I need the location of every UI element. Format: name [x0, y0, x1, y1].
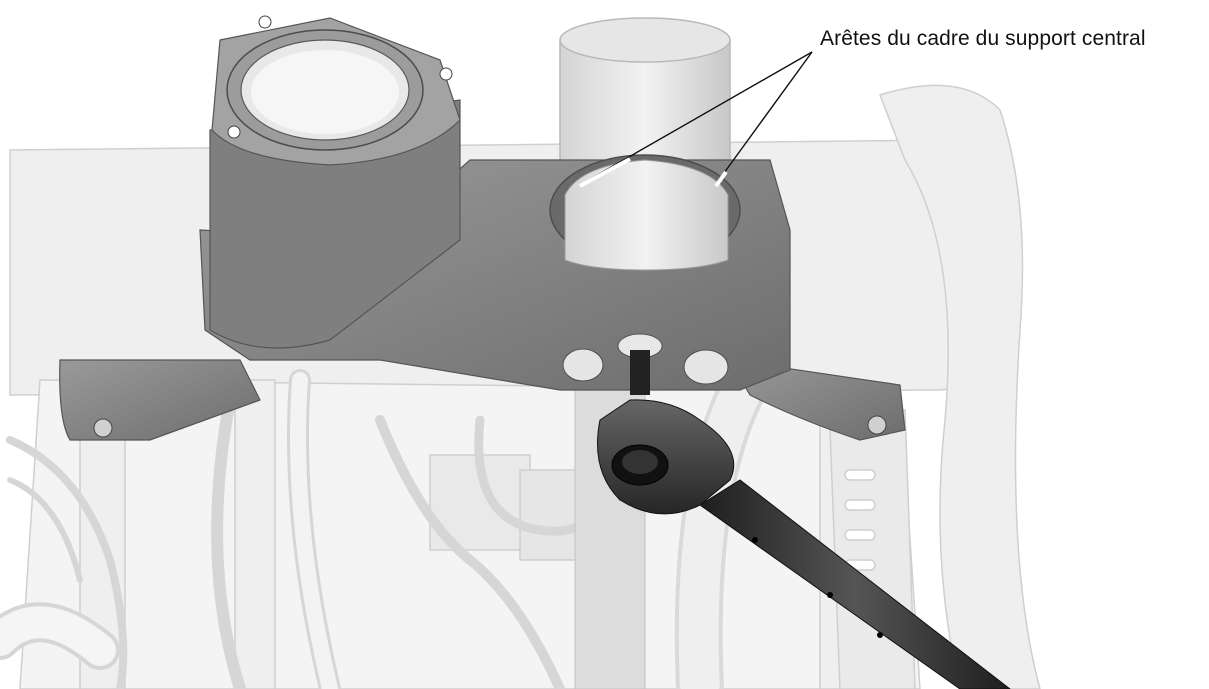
- torque-wrench: [597, 333, 1011, 689]
- ghost-hoses: [0, 369, 625, 689]
- callout-label-central-frame-edges: Arêtes du cadre du support central: [820, 27, 1146, 50]
- callout-target-highlights: [579, 157, 728, 188]
- central-support-bracket: [59, 15, 906, 441]
- callout-leader-lines: [579, 51, 813, 186]
